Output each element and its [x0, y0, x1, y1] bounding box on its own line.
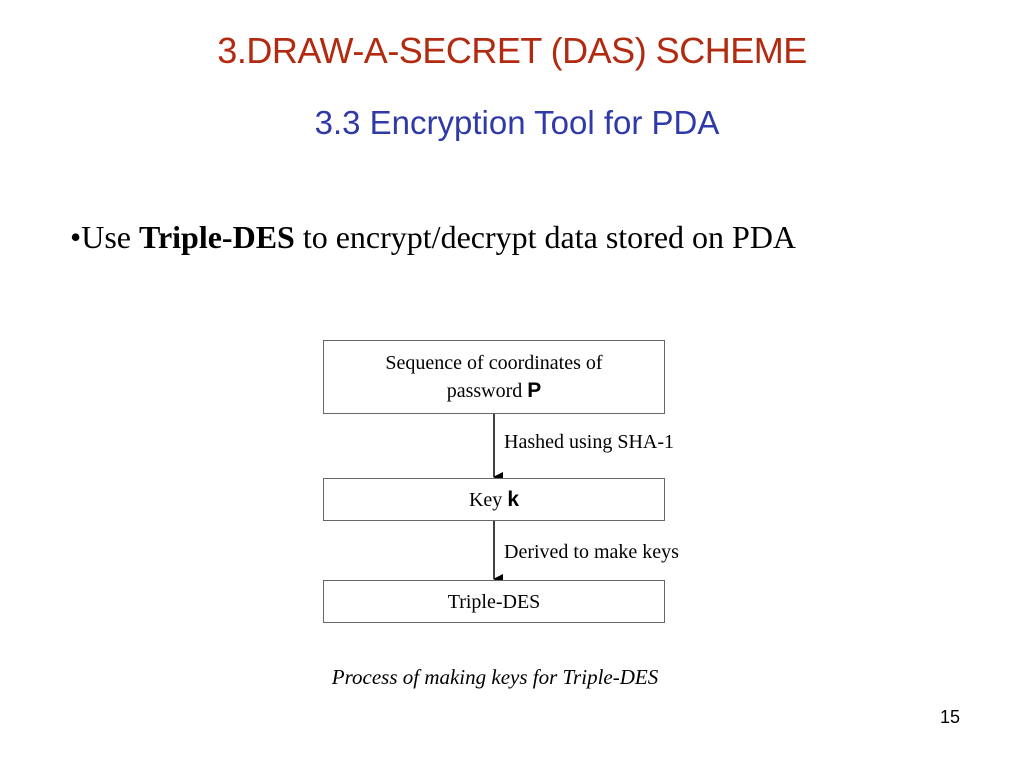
bullet-point: •Use Triple-DES to encrypt/decrypt data … — [70, 214, 950, 260]
node-triple-des: Triple-DES — [323, 580, 665, 623]
edge-label-derive: Derived to make keys — [504, 541, 679, 563]
node-sequence-password-text: password — [446, 380, 528, 402]
slide-title: 3.DRAW-A-SECRET (DAS) SCHEME — [217, 30, 807, 71]
node-key: Key k — [323, 478, 665, 521]
node-triple-des-text: Triple-DES — [447, 590, 541, 613]
node-sequence-line1: Sequence of coordinates of — [385, 352, 603, 374]
node-sequence-symbol: P — [527, 379, 542, 402]
node-sequence-line2: password P — [447, 377, 542, 405]
bullet-prefix: Use — [81, 219, 139, 255]
node-key-text: Key — [468, 488, 503, 511]
bullet-marker: • — [70, 219, 82, 255]
bullet-suffix: to encrypt/decrypt data stored on PDA — [294, 219, 797, 255]
slide-subtitle: 3.3 Encryption Tool for PDA — [314, 104, 720, 141]
page-number: 15 — [939, 707, 960, 727]
node-key-symbol: k — [507, 487, 519, 511]
diagram-caption: Process of making keys for Triple-DES — [331, 665, 659, 689]
bullet-bold-term: Triple-DES — [138, 219, 295, 255]
edge-label-hash: Hashed using SHA-1 — [504, 431, 674, 453]
node-sequence-of-coordinates: Sequence of coordinates of password P — [323, 340, 665, 414]
